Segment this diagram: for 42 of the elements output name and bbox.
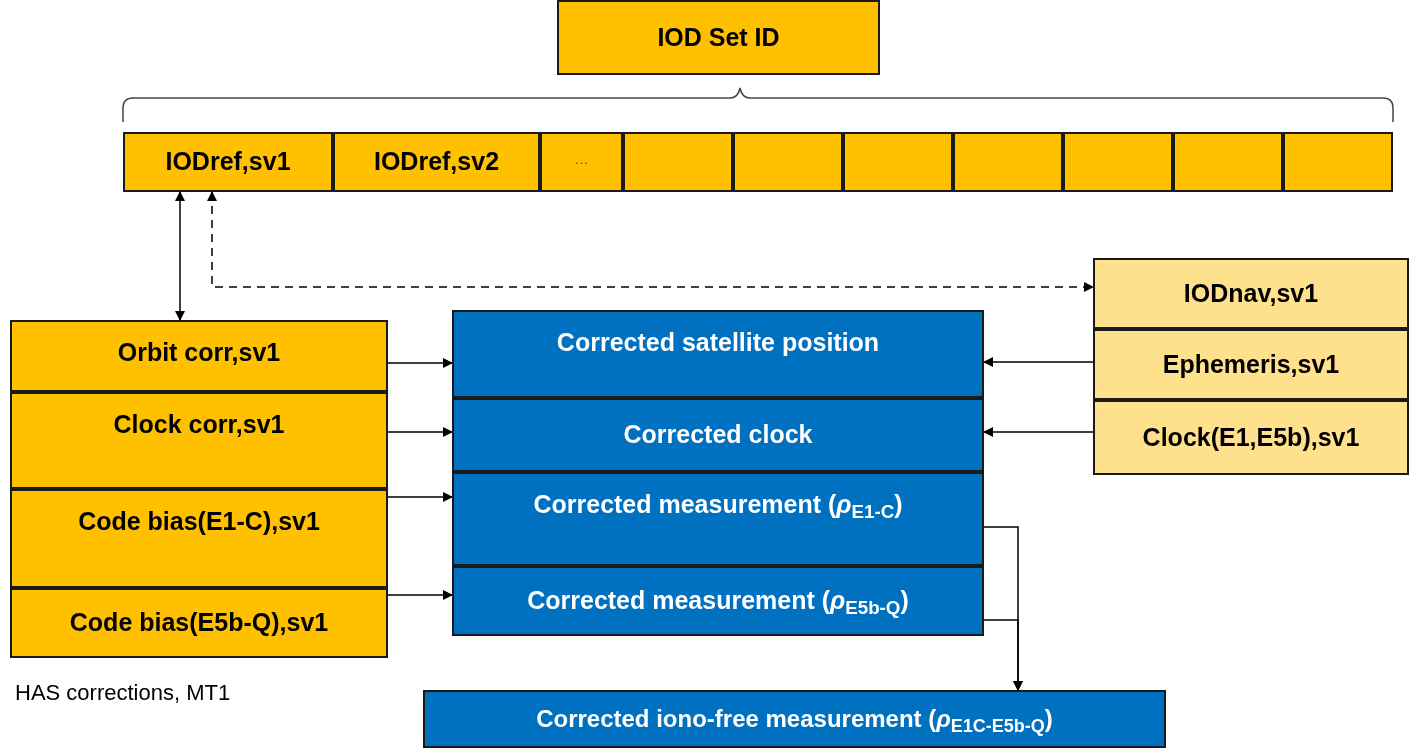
data-field-box [333, 132, 540, 192]
node-text: Ephemeris,sv1 [1162, 348, 1340, 380]
data-field-box [1093, 329, 1409, 400]
process-box [452, 398, 984, 472]
data-field-box [10, 489, 388, 588]
process-box [423, 690, 1166, 748]
node-text: Corrected clock [623, 419, 813, 451]
process-box [452, 472, 984, 566]
node-text: ··· [574, 152, 589, 172]
node-text: Code bias(E1-C),sv1 [78, 506, 320, 537]
node-text: Orbit corr,sv1 [117, 337, 281, 368]
data-field-box [10, 588, 388, 658]
arrow [175, 191, 185, 321]
group-caption: HAS corrections, MT1 [15, 679, 231, 707]
data-field-box [557, 0, 880, 75]
data-field-box [10, 392, 388, 489]
node-text: IODnav,sv1 [1183, 277, 1319, 309]
arrow [387, 492, 453, 502]
node-text: Code bias(E5b-Q),sv1 [69, 607, 329, 639]
data-field-box [123, 132, 333, 192]
node-text: Clock(E1,E5b),sv1 [1142, 421, 1360, 453]
data-field-box [10, 320, 388, 392]
arrow [983, 357, 1094, 367]
arrow [207, 191, 1094, 292]
node-text: IODref,sv2 [373, 146, 500, 178]
arrow [387, 358, 453, 368]
node-text: Corrected iono-free measurement (ρ$_{E1C-E5b-Q}$) [536, 704, 1053, 737]
node-text: Corrected measurement (ρ$_{E1-C}$) [533, 489, 903, 524]
arrow [983, 619, 1023, 691]
node-text: IODref,sv1 [165, 146, 291, 178]
arrow [387, 590, 453, 600]
data-field-box [540, 132, 623, 192]
data-field-box [1093, 258, 1409, 329]
data-field-box [1093, 400, 1409, 475]
arrow [387, 427, 453, 437]
node-text: IOD Set ID [657, 21, 780, 53]
process-box [452, 566, 984, 636]
node-text: Clock corr,sv1 [113, 409, 285, 440]
process-box [452, 310, 984, 398]
arrow [983, 427, 1094, 437]
node-text: Corrected satellite position [556, 327, 880, 358]
node-text: Corrected measurement (ρ$_{E5b-Q}$) [527, 585, 909, 620]
